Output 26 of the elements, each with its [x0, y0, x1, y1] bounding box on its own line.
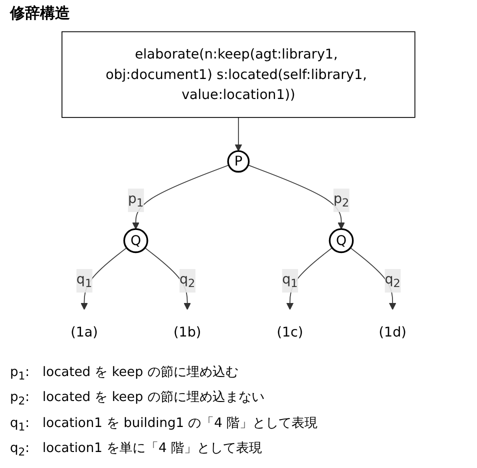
diagram-title: 修辞構造: [10, 4, 71, 23]
arrow: [286, 247, 333, 310]
note-text: p$_{2}$: located を keep の節に埋め込まない: [10, 389, 266, 410]
note-text: q$_{2}$: location1 を単に「4 階」として表現: [10, 440, 263, 461]
note-text: p$_{1}$: located を keep の節に埋め込む: [10, 364, 240, 384]
node-text: (1d): [378, 324, 406, 340]
node-text: (1a): [70, 324, 98, 340]
node-text: (1c): [276, 324, 304, 340]
node-circle: Q: [328, 228, 354, 254]
arrow: [234, 117, 242, 152]
node-circle: P: [227, 150, 250, 173]
arrow: [80, 247, 128, 310]
edge-label: p$_{2}$: [333, 190, 350, 210]
node-circle: Q: [123, 228, 148, 254]
node-text: (1b): [174, 324, 202, 340]
note-text: q$_{1}$: location1 を building1 の「4 階」として表現: [10, 414, 319, 436]
edge-label: q$_{1}$: [76, 270, 92, 290]
node-box: elaborate(n:keep(agt:library1, obj:document1) s:located(self:library1, value:location1)): [62, 31, 416, 118]
arrow: [144, 247, 191, 310]
arrow: [248, 164, 345, 230]
edge-label: p$_{1}$: [128, 190, 144, 210]
edge-label: q$_{1}$: [282, 270, 298, 290]
arrow: [350, 247, 396, 310]
arrow: [132, 164, 230, 230]
edge-label: q$_{2}$: [384, 270, 400, 290]
edge-label: q$_{2}$: [179, 270, 196, 290]
